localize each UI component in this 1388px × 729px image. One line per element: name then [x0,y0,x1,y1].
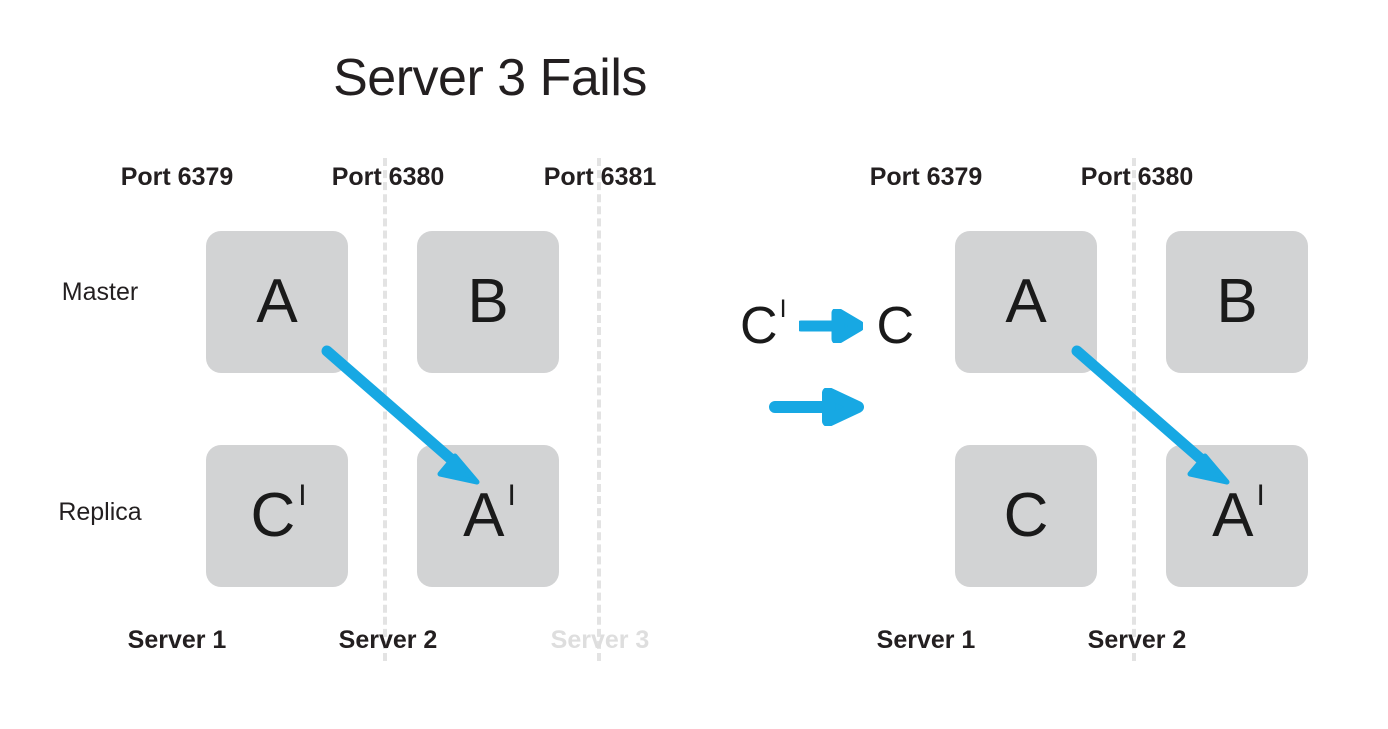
divider-1 [383,158,387,661]
node-label: A [1005,267,1047,336]
arrow-right-icon [769,387,864,427]
transition-arrow [768,387,864,431]
legend-to-term: C [876,297,915,355]
col-footer-server-after-2: Server 2 [1087,626,1187,654]
row-label-replica: Replica [58,498,142,526]
page-title: Server 3 Fails [333,49,647,107]
node-before-server2-master[interactable]: B [417,231,559,373]
arrow-right-icon [798,309,863,343]
divider-2 [597,158,601,661]
node-label: B [467,267,509,336]
col-header-port-before-3: Port 6381 [543,163,657,191]
col-footer-server-after-1: Server 1 [876,626,976,654]
node-label: A [256,267,298,336]
divider-3 [1132,158,1136,661]
col-footer-server-before-3: Server 3 [550,626,650,654]
node-label: C [1003,481,1049,550]
col-header-port-before-1: Port 6379 [120,163,234,191]
node-after-server1-master[interactable]: A [955,231,1097,373]
col-header-port-after-2: Port 6380 [1080,163,1194,191]
node-after-server1-replica[interactable]: C [955,445,1097,587]
node-label: B [1216,267,1258,336]
node-after-server2-master[interactable]: B [1166,231,1308,373]
col-footer-server-before-1: Server 1 [127,626,227,654]
col-footer-server-before-2: Server 2 [338,626,438,654]
col-header-port-before-2: Port 6380 [331,163,445,191]
col-header-port-after-1: Port 6379 [869,163,983,191]
node-before-server1-master[interactable]: A [206,231,348,373]
row-label-master: Master [61,278,139,306]
